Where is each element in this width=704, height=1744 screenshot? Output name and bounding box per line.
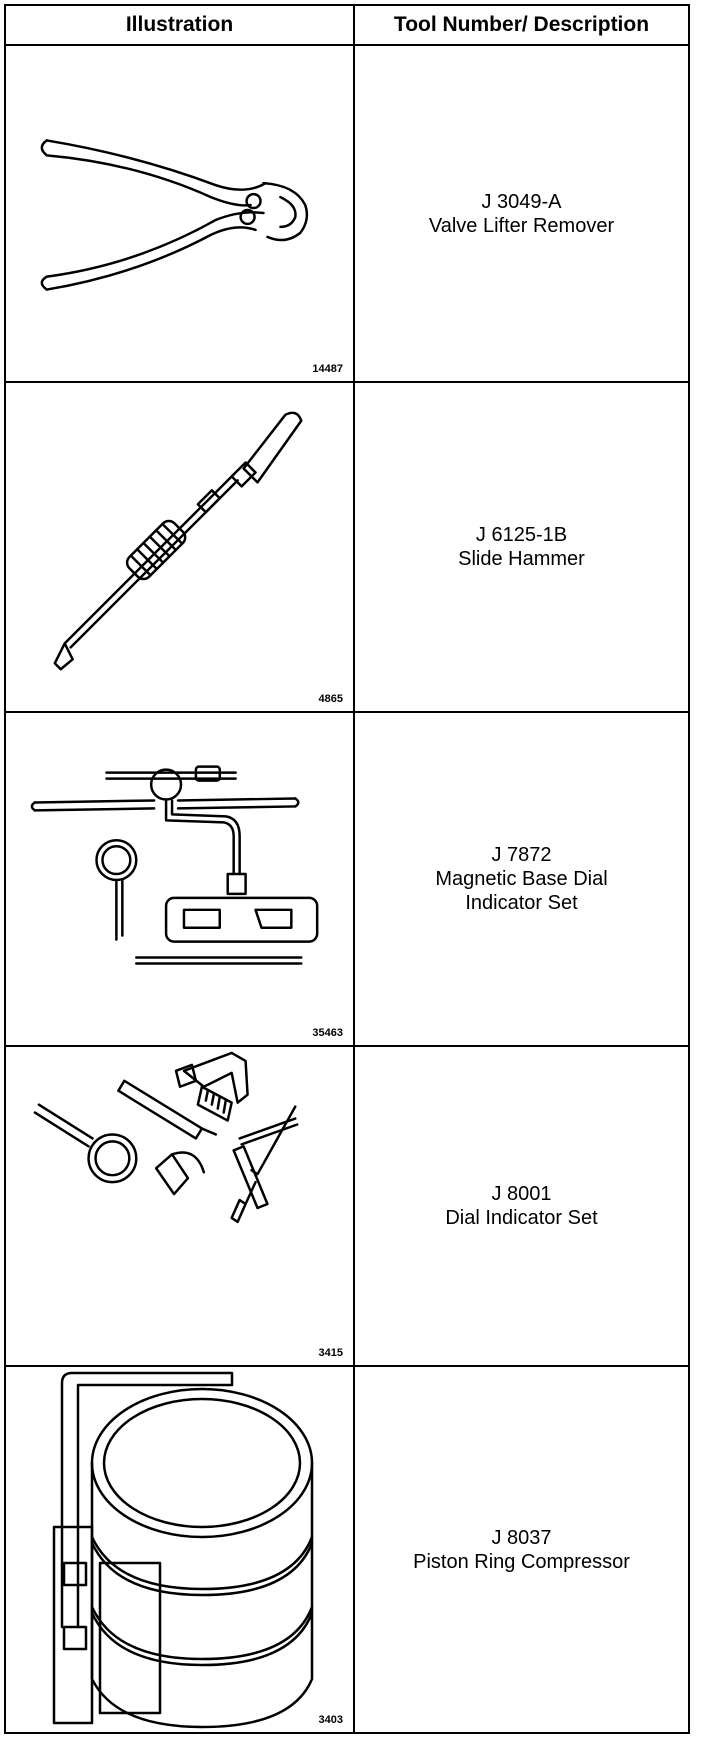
table-header: Illustration Tool Number/ Description [6, 6, 688, 46]
illustration-cell: 3403 [6, 1367, 353, 1732]
figure-number: 3403 [318, 1714, 343, 1726]
header-illustration: Illustration [125, 13, 234, 36]
column-divider [353, 6, 355, 1732]
tool-number: J 7872 [491, 844, 552, 866]
dial-indicator-set-icon [33, 1051, 299, 1224]
figure-number: 3415 [318, 1347, 343, 1359]
tool-table: Illustration Tool Number/ Description 14… [4, 4, 690, 1734]
illustration-cell: 35463 [6, 713, 353, 1045]
table-row: 14487 J 3049-A Valve Lifter Remover [6, 46, 688, 383]
tool-description-line: Magnetic Base Dial [435, 868, 608, 890]
tool-description-line: Slide Hammer [458, 548, 585, 570]
tool-description-line: Dial Indicator Set [445, 1207, 598, 1229]
tool-description-cell: J 7872 Magnetic Base Dial Indicator Set [355, 713, 688, 1045]
magnetic-base-dial-icon [30, 765, 319, 965]
table-row: 3403 J 8037 Piston Ring Compressor [6, 1367, 688, 1732]
tool-description-line: Indicator Set [465, 892, 578, 914]
piston-ring-compressor-icon [52, 1371, 314, 1729]
tool-description-line: Valve Lifter Remover [428, 214, 615, 237]
table-row: 3415 J 8001 Dial Indicator Set [6, 1047, 688, 1367]
illustration-cell: 3415 [6, 1047, 353, 1365]
figure-number: 35463 [312, 1027, 343, 1039]
tool-number: J 3049-A [481, 190, 562, 213]
illustration-cell: 14487 [6, 46, 353, 381]
tool-description-cell: J 8037 Piston Ring Compressor [355, 1367, 688, 1732]
slide-hammer-icon [53, 411, 303, 671]
tool-description-line: Piston Ring Compressor [413, 1550, 630, 1573]
figure-number: 4865 [318, 693, 343, 705]
figure-number: 14487 [312, 363, 343, 375]
tool-description-cell: J 6125-1B Slide Hammer [355, 383, 688, 711]
tool-description-cell: J 3049-A Valve Lifter Remover [355, 46, 688, 381]
pliers-icon [40, 139, 309, 291]
header-tool: Tool Number/ Description [393, 13, 650, 36]
illustration-cell: 4865 [6, 383, 353, 711]
tool-number: J 6125-1B [475, 524, 568, 546]
table-row: 35463 J 7872 Magnetic Base Dial Indicato… [6, 713, 688, 1047]
table-row: 4865 J 6125-1B Slide Hammer [6, 383, 688, 713]
tool-number: J 8001 [491, 1183, 552, 1205]
tool-description-cell: J 8001 Dial Indicator Set [355, 1047, 688, 1365]
tool-number: J 8037 [491, 1526, 552, 1549]
